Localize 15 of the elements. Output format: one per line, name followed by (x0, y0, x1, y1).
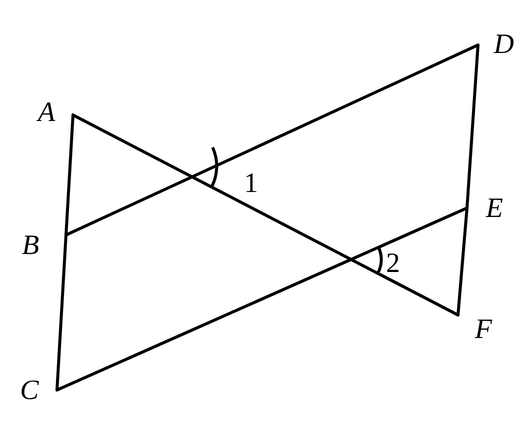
vertex-label: F (458, 312, 492, 348)
line-segment (56, 234, 68, 392)
line-segment (64, 114, 74, 236)
vertex-label: C (20, 374, 57, 408)
line-segment (56, 206, 468, 392)
line-segment (72, 114, 460, 316)
vertex-label: B (22, 230, 66, 262)
angle-number: 2 (386, 250, 400, 278)
line-segment (456, 206, 468, 316)
angle-number: 1 (244, 170, 258, 198)
line-segment (466, 44, 480, 210)
vertex-label: A (38, 98, 72, 128)
vertex-label: E (467, 192, 503, 226)
vertex-label: D (478, 28, 514, 62)
line-segment (64, 44, 480, 236)
